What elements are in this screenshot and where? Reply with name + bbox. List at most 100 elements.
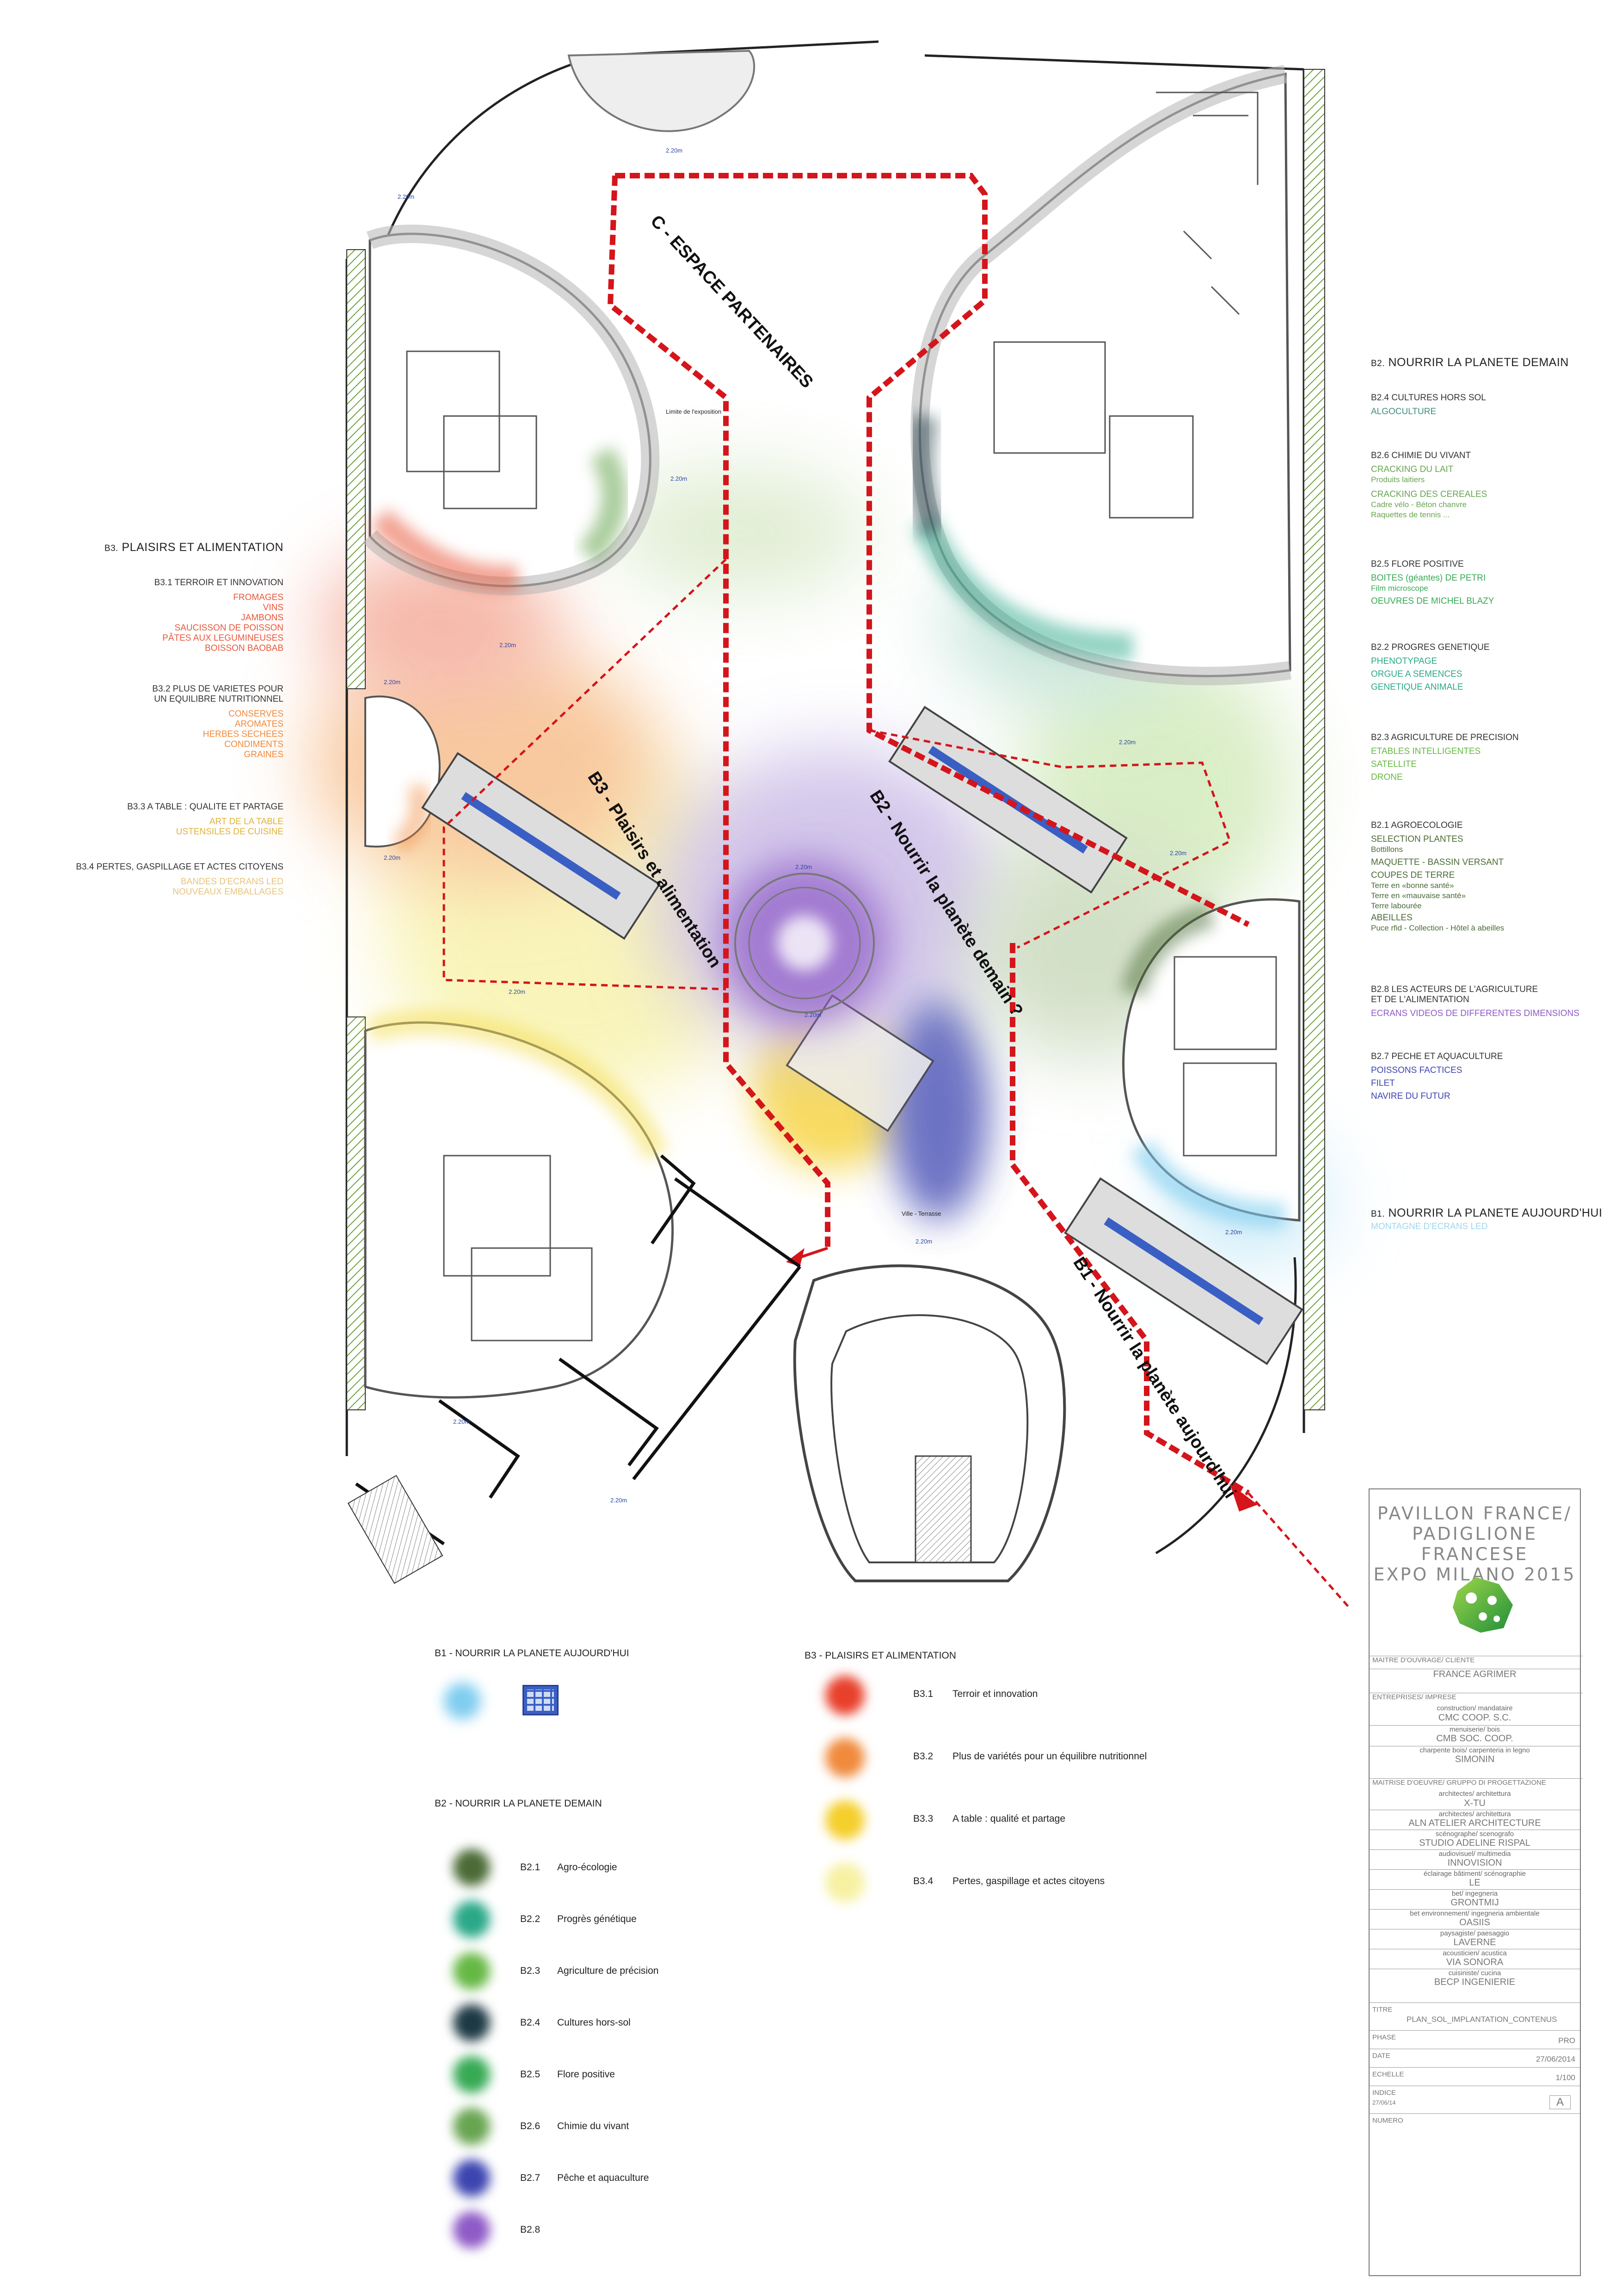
legend-b2-code: B2.7: [520, 2173, 541, 2183]
dimension-label: 2.20m: [398, 193, 414, 200]
b2-section-genetique: B2.2 PROGRES GENETIQUE PHENOTYPAGE ORGUE…: [1371, 643, 1490, 692]
b2-section-flore: B2.5 FLORE POSITIVE BOITES (géantes) DE …: [1371, 559, 1494, 606]
legend-b2-code: B2.4: [520, 2017, 541, 2028]
legend-b2-label: Progrès génétique: [557, 1914, 637, 1924]
legend-b2-title: B2 - NOURRIR LA PLANETE DEMAIN: [435, 1798, 602, 1809]
legend-b2-label: Flore positive: [557, 2069, 615, 2080]
legend-b2-swatch: [453, 2160, 490, 2197]
b3-panel-code: B3.: [104, 544, 118, 553]
legend-b2-label: Agro-écologie: [557, 1862, 617, 1873]
legend-b3-code: B3.1: [913, 1689, 934, 1699]
dimension-label: 2.20m: [509, 988, 525, 995]
plan-notes: Limite de l'exposition Ville - Terrasse: [666, 408, 941, 1217]
legend-b2-label: Agriculture de précision: [557, 1965, 659, 1976]
legend-b3-swatch: [825, 1738, 865, 1777]
legend-b2-swatch: [453, 2004, 490, 2041]
route-arrow-entry: [1230, 1484, 1258, 1512]
client-label: MAITRE D'OUVRAGE/ CLIENTE: [1370, 1656, 1583, 1669]
b3-section-4: B3.4 PERTES, GASPILLAGE ET ACTES CITOYEN…: [76, 862, 283, 897]
b2-panel-title: B2. NOURRIR LA PLANETE DEMAIN: [1371, 356, 1569, 369]
legend-b2-code: B2.5: [520, 2069, 541, 2080]
dimension-label: 2.20m: [915, 1238, 932, 1245]
pod-bottom: [793, 1264, 1066, 1582]
dimension-label: 2.20m: [1119, 739, 1136, 746]
legend-b2-code: B2.3: [520, 1965, 541, 1976]
dimension-label: 2.20m: [499, 642, 516, 649]
pavilion-logo: [1453, 1577, 1513, 1633]
legend-b2-swatch: [453, 2108, 490, 2145]
central-round: [721, 860, 888, 1026]
dimension-label: 2.20m: [610, 1497, 627, 1504]
b2-section-acteurs: B2.8 LES ACTEURS DE L'AGRICULTURE ET DE …: [1371, 985, 1579, 1018]
ville-label: Ville - Terrasse: [902, 1210, 941, 1217]
dimension-label: 2.20m: [453, 1418, 470, 1425]
limit-label: Limite de l'exposition: [666, 408, 721, 415]
dimension-label: 2.20m: [795, 863, 812, 870]
exhibit-tables: [421, 705, 1303, 1365]
b2-section-cultures: B2.4 CULTURES HORS SOL ALGOCULTURE: [1371, 393, 1486, 416]
titre-row: TITRE PLAN_SOL_IMPLANTATION_CONTENUS: [1370, 2002, 1580, 2031]
legend-b1-title: B1 - NOURRIR LA PLANETE AUJOURD'HUI: [435, 1648, 629, 1659]
project-title: PAVILLON FRANCE/ PADIGLIONE FRANCESE EXP…: [1370, 1503, 1580, 1585]
date-row: DATE 27/06/2014: [1370, 2049, 1580, 2068]
indice-row: INDICE 27/06/14 A: [1370, 2086, 1580, 2114]
legend-b2-swatch: [453, 1901, 490, 1938]
client-value: FRANCE AGRIMER: [1370, 1669, 1580, 1690]
b2-section-peche: B2.7 PECHE ET AQUACULTURE POISSONS FACTI…: [1371, 1052, 1503, 1101]
dimension-label: 2.20m: [1225, 1229, 1242, 1236]
b3-panel-title: B3. PLAISIRS ET ALIMENTATION: [104, 541, 283, 554]
dimension-label: 2.20m: [384, 854, 400, 861]
zone-label-c: C - ESPACE PARTENAIRES: [646, 211, 817, 392]
legend-b2-swatch: [453, 2056, 490, 2093]
legend-b3-code: B3.4: [913, 1876, 934, 1886]
hatched-walls: [346, 69, 1325, 1410]
visitor-route: [442, 173, 1351, 1610]
b3-section-1: B3.1 TERROIR ET INNOVATION FROMAGES VINS…: [154, 578, 283, 653]
dimension-label: 2.20m: [670, 475, 687, 482]
numero-row: NUMERO: [1370, 2113, 1580, 2142]
legend-b2-label: Chimie du vivant: [557, 2121, 629, 2131]
legend-b3-code: B3.2: [913, 1751, 934, 1762]
legend-b3-title: B3 - PLAISIRS ET ALIMENTATION: [805, 1650, 956, 1661]
legend-b3-swatch: [825, 1800, 865, 1840]
b3-panel-title-text: PLAISIRS ET ALIMENTATION: [122, 541, 283, 554]
b2-section-chimie: B2.6 CHIMIE DU VIVANT CRACKING DU LAIT P…: [1371, 451, 1487, 519]
project-title-line2: PADIGLIONE FRANCESE: [1412, 1524, 1538, 1564]
b3-section-3: B3.3 A TABLE : QUALITE ET PARTAGE ART DE…: [127, 802, 283, 837]
b1-panel: B1. NOURRIR LA PLANETE AUJOURD'HUI MONTA…: [1371, 1206, 1603, 1231]
legend-b2-code: B2.1: [520, 1862, 541, 1873]
title-block: PAVILLON FRANCE/ PADIGLIONE FRANCESE EXP…: [1369, 1488, 1583, 2276]
phase-row: PHASE PRO: [1370, 2030, 1580, 2049]
legend-b2-swatch: [453, 1849, 490, 1886]
legend-b3-label: Plus de variétés pour un équilibre nutri…: [952, 1751, 1147, 1762]
legend-b1-swatch: [444, 1683, 481, 1720]
pod-top: [567, 49, 756, 132]
echelle-row: ECHELLE 1/100: [1370, 2067, 1580, 2086]
legend-b3-swatch: [825, 1863, 865, 1902]
legend-b3-code: B3.3: [913, 1813, 934, 1824]
b2-section-agroecologie: B2.1 AGROECOLOGIE SELECTION PLANTES Bott…: [1371, 820, 1505, 932]
project-title-line1: PAVILLON FRANCE/: [1377, 1503, 1573, 1524]
screen-grid-icon: [522, 1685, 559, 1715]
dimension-label: 2.20m: [805, 1011, 821, 1018]
legend-b2-label: Cultures hors-sol: [557, 2017, 631, 2028]
legend-b2-swatch: [453, 1953, 490, 1990]
legend-b3-label: Pertes, gaspillage et actes citoyens: [952, 1876, 1105, 1886]
legend-b3-swatch: [825, 1676, 865, 1715]
dimension-label: 2.20m: [1170, 850, 1186, 857]
dimension-annotations: 2.20m 2.20m 2.20m 2.20m 2.20m 2.20m 2.20…: [384, 147, 1242, 1504]
legend-b2-code: B2.6: [520, 2121, 541, 2131]
interior-partitions: [406, 92, 1277, 1341]
legend-b2-code: B2.8: [520, 2224, 541, 2235]
b2-section-precision: B2.3 AGRICULTURE DE PRECISION ETABLES IN…: [1371, 733, 1519, 782]
entreprises-label: ENTREPRISES/ IMPRESE: [1370, 1693, 1583, 1704]
dimension-label: 2.20m: [666, 147, 682, 154]
legend-b2-label: Pêche et aquaculture: [557, 2173, 649, 2183]
dimension-label: 2.20m: [384, 679, 400, 686]
legend-b3-label: A table : qualité et partage: [952, 1813, 1066, 1824]
b3-section-2: B3.2 PLUS DE VARIETES POUR UN EQUILIBRE …: [152, 684, 283, 759]
legend-b3-label: Terroir et innovation: [952, 1689, 1038, 1699]
moe-label: MAITRISE D'OEUVRE/ GRUPPO DI PROGETTAZIO…: [1370, 1778, 1583, 1790]
wash-b27: [888, 998, 989, 1220]
